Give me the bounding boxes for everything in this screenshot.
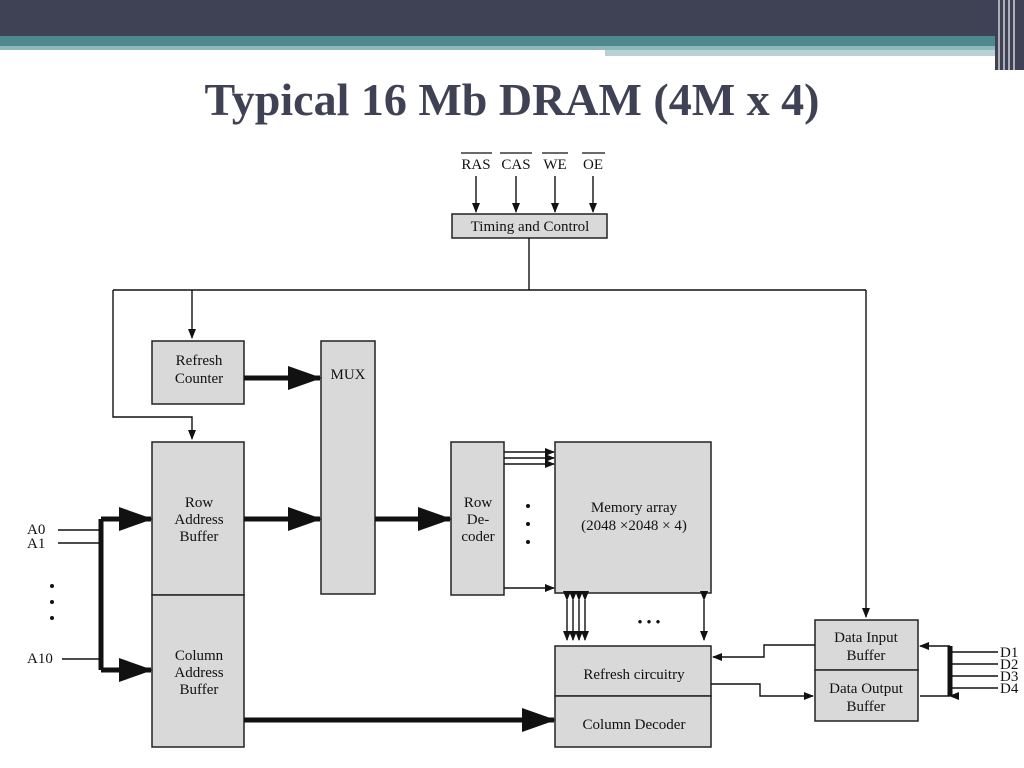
refresh-counter-label-1: Refresh (176, 353, 223, 369)
signal-oe: OE (583, 157, 603, 173)
signal-ras: RAS (461, 157, 490, 173)
pin-a10: A10 (27, 651, 53, 667)
data-output-buffer-label-2: Buffer (847, 699, 886, 715)
column-address-buffer-block (151, 594, 245, 748)
address-pins: A0 A1 A10 (27, 522, 101, 667)
data-pins: D1 D2 D3 D4 (919, 642, 1019, 700)
column-decoder-label: Column Decoder (583, 717, 686, 733)
data-buses (98, 366, 953, 732)
row-decoder-block (450, 441, 505, 596)
refresh-counter-label-2: Counter (175, 371, 223, 387)
data-path-lines (711, 644, 815, 700)
data-input-buffer-label-1: Data Input (834, 630, 899, 646)
row-address-buffer-block (151, 441, 245, 596)
header-bar (0, 0, 1024, 36)
memory-array-block (554, 441, 712, 594)
timing-control-label: Timing and Control (471, 219, 590, 235)
row-select-lines (504, 448, 555, 592)
pin-d3: D3 (1000, 669, 1018, 685)
mux-block (320, 340, 376, 595)
row-address-buffer-label-3: Buffer (180, 529, 219, 545)
control-signals: RAS CAS WE OE (461, 152, 605, 213)
refresh-circuitry-label: Refresh circuitry (583, 667, 685, 683)
pin-d2: D2 (1000, 657, 1018, 673)
data-input-buffer-label-2: Buffer (847, 648, 886, 664)
column-address-buffer-label-2: Address (174, 665, 223, 681)
memory-array-label-2: (2048 ×2048 × 4) (581, 518, 687, 534)
column-address-buffer-label-1: Column (175, 648, 224, 664)
header-accent-stripe-right (605, 50, 1000, 56)
signal-we: WE (543, 157, 566, 173)
header-accent-stripe (0, 36, 1000, 46)
pin-a0: A0 (27, 522, 45, 538)
slide-title: Typical 16 Mb DRAM (4M x 4) (204, 74, 820, 125)
data-output-buffer-block (814, 669, 919, 722)
refresh-counter-block (151, 340, 245, 405)
row-decoder-label-1: Row (464, 495, 493, 511)
mux-label: MUX (330, 367, 365, 383)
row-decoder-label-2: De- (467, 512, 490, 528)
header-decorative-lines (995, 0, 1024, 70)
pin-d4: D4 (1000, 681, 1019, 697)
control-lines (112, 238, 870, 618)
bitline-ellipsis: • • • (637, 615, 660, 631)
signal-cas: CAS (501, 157, 530, 173)
memory-array-label-1: Memory array (591, 500, 678, 516)
pin-d1: D1 (1000, 645, 1018, 661)
refresh-circuitry-block (554, 645, 712, 697)
row-decoder-label-3: coder (461, 529, 494, 545)
bitline-connections (563, 591, 708, 641)
header-accent-stripe-light (0, 46, 1000, 50)
data-output-buffer-label-1: Data Output (829, 681, 904, 697)
pin-a1: A1 (27, 536, 45, 552)
column-address-buffer-label-3: Buffer (180, 682, 219, 698)
row-address-buffer-label-1: Row (185, 495, 214, 511)
row-address-buffer-label-2: Address (174, 512, 223, 528)
